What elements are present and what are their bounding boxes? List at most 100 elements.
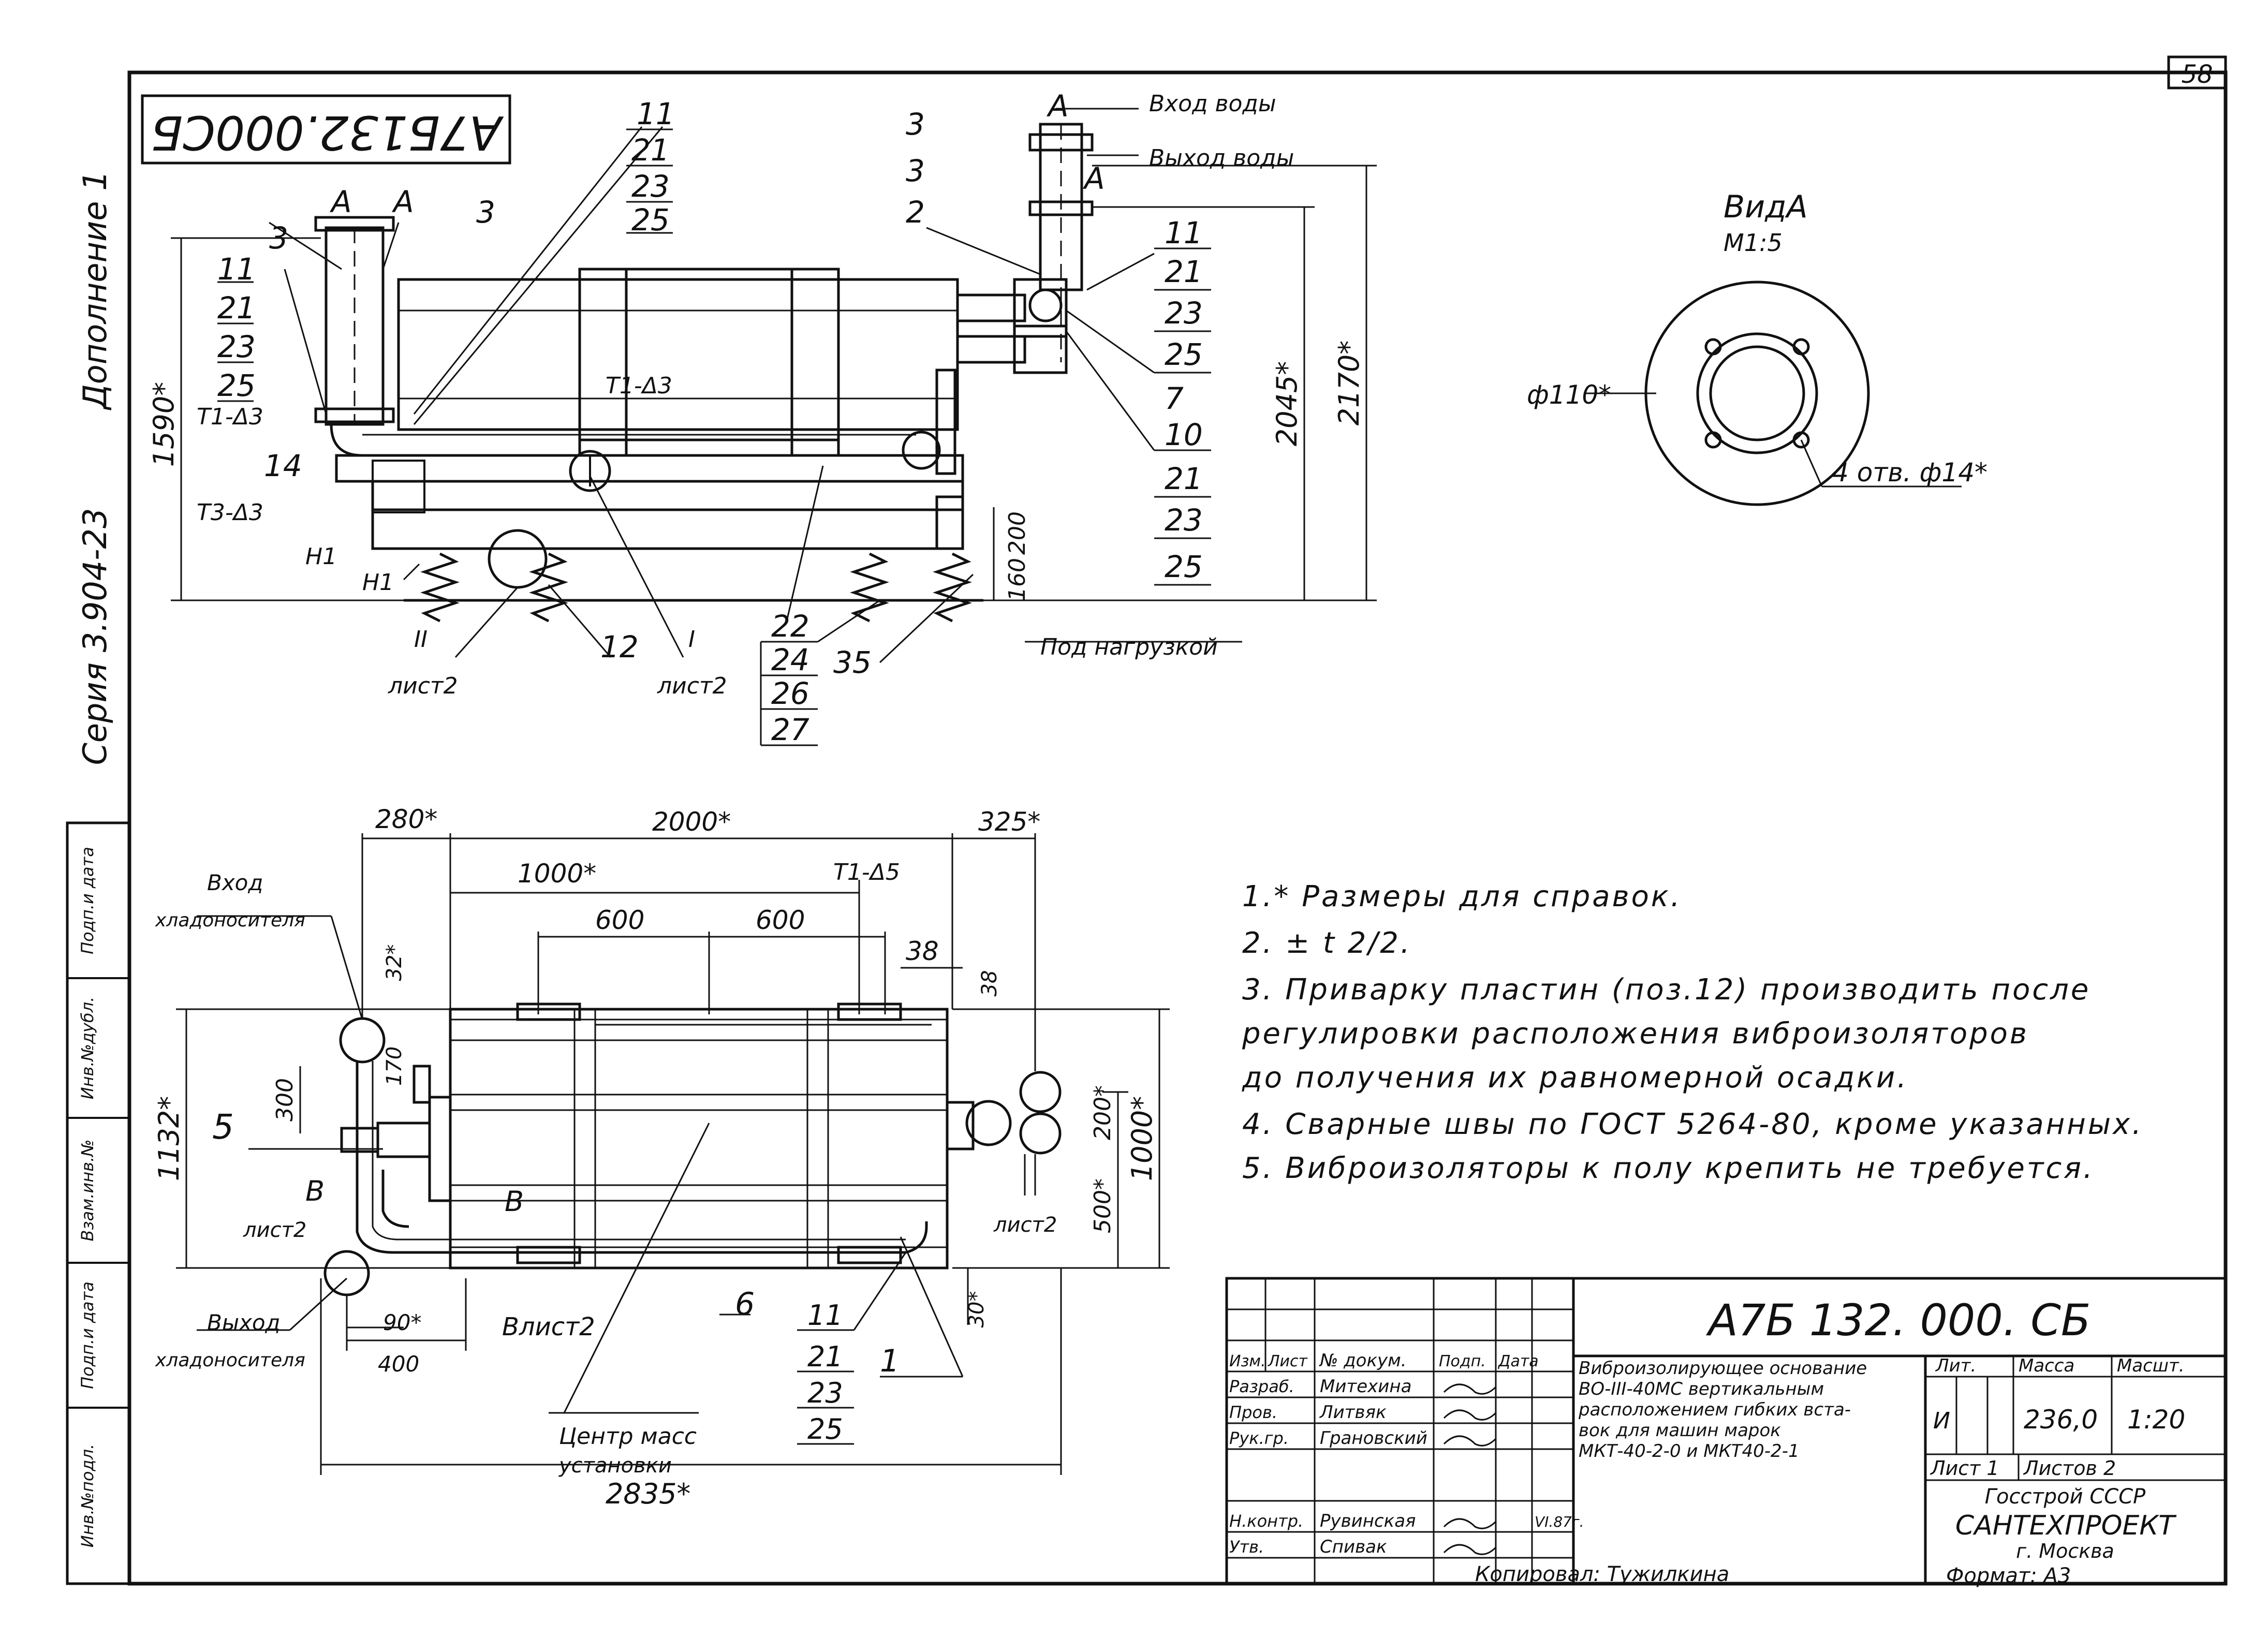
plan-dim-1000-top: 1000* [518,859,596,889]
plan-dim-30: 30* [965,1291,989,1328]
plan-dim-280: 280* [375,804,437,834]
sheets-label: Листов 2 [2023,1457,2116,1480]
pos-25-b: 25 [631,202,670,238]
lit-label: Лит. [1935,1355,1976,1376]
detail-circle-II [488,529,548,589]
callout-water-out: Выход воды [1149,145,1294,171]
plan-sheet-ref-3: Влист2 [502,1312,595,1341]
plan-dim-600-a: 600 [595,905,644,935]
spring-4 [933,552,972,623]
pos-11-b: 11 [637,96,675,131]
plan-pos-6: 6 [735,1286,755,1322]
hdr-izm: Изм. [1229,1352,1266,1370]
dim-2045: 2045* [1271,361,1303,446]
mass-label: Масса [2019,1355,2074,1376]
plan-outlet-2: хладоносителя [155,1350,305,1371]
plan-inlet-2: хладоносителя [155,910,305,931]
base-frame [335,454,964,483]
format: Формат: А3 [1946,1564,2071,1588]
role-group-lead: Рук.гр. [1229,1428,1289,1448]
note-1: 1.* Размеры для справок. [1242,880,1682,913]
scale-label: Масшт. [2117,1355,2185,1376]
pos-23-c: 23 [1165,296,1203,331]
plan-dim-200: 200* [1089,1085,1116,1140]
plan-dim-325: 325* [978,807,1040,837]
pos-27: 27 [771,712,809,747]
note-5: 5. Виброизоляторы к полу крепить не треб… [1242,1152,2095,1185]
pos-22: 22 [771,609,809,644]
pos-21-b: 21 [631,132,670,168]
pos-25-c: 25 [1165,337,1203,372]
signature-2 [1443,1409,1497,1421]
side-stamp-box [66,821,131,1585]
plan-dim-38: 38 [906,936,939,966]
lit-value: И [1933,1408,1950,1434]
pos-23-b: 23 [631,169,670,204]
spring-2 [529,552,568,623]
side-col-5: Инв.№подл. [78,1444,97,1547]
plan-dim-300: 300 [272,1078,298,1121]
name-group-lead: Грановский [1320,1428,1427,1449]
signature-1 [1443,1383,1497,1395]
org-line-3: г. Москва [2016,1540,2114,1562]
scale-value: 1:20 [2127,1405,2185,1435]
pos-10: 10 [1165,417,1203,452]
plan-pos-1: 1 [880,1343,900,1379]
title-block-text: А7Б 132. 000. СБ Виброизолирующее основа… [1229,1295,2185,1588]
weld-t1-left: Т1-Δ3 [197,404,263,430]
plan-dim-1132: 1132* [153,1096,185,1181]
plan-dim-400: 400 [378,1351,419,1377]
plan-pos-25: 25 [807,1413,843,1445]
side-col-1: Подп.и дата [78,847,97,954]
view-a-holes: 4 отв. ф14* [1832,458,1987,488]
weld-t1-center: Т1-Δ3 [606,373,672,399]
plan-pos-11: 11 [807,1299,843,1332]
side-series: Серия 3.904-23 [76,508,114,765]
plan-inlet-1: Вход [207,870,263,895]
plan-dim-32: 32* [382,945,406,981]
weld-t3: Т3-Δ3 [197,499,263,526]
pos-3-b: 3 [476,195,495,230]
name-norm-control: Рувинская [1320,1511,1416,1531]
detail-ref-II: II [414,626,428,653]
plan-dim-1000: 1000* [1126,1096,1158,1181]
note-2: 2. ± t 2/2. [1242,926,1412,960]
outlet-flange [323,1250,370,1296]
plan-center-2: установки [558,1454,672,1478]
plan-sheet-ref-1: лист2 [243,1218,306,1242]
view-a-title: ВидА [1724,189,1808,225]
plan-dim-500: 500* [1089,1178,1116,1233]
pos-23-d: 23 [1165,503,1203,538]
org-line-2: САНТЕХПРОЕКТ [1955,1510,2177,1541]
detail-ref-II-sheet: лист2 [388,673,458,699]
title-block-frame [1225,1277,2227,1585]
pos-12: 12 [600,629,639,665]
plan-dim-170: 170 [382,1046,406,1086]
pos-25-a: 25 [217,368,256,403]
plan-pos-23: 23 [807,1377,843,1409]
plan-sheet-ref-2: лист2 [993,1213,1057,1237]
pos-3-d: 3 [906,153,925,188]
signature-3 [1443,1435,1497,1447]
plan-dim-600-b: 600 [756,905,805,935]
note-3-cont-2: до получения их равномерной осадки. [1242,1061,1909,1095]
plan-pos-21: 21 [807,1340,843,1373]
note-4: 4. Сварные швы по ГОСТ 5264-80, кроме ук… [1242,1108,2144,1141]
dim-200: 200 [1004,511,1030,555]
note-3: 3. Приварку пластин (поз.12) производить… [1242,973,2091,1007]
pos-11-c: 11 [1165,215,1203,250]
pos-26: 26 [771,676,809,711]
view-a [1584,281,1962,506]
view-a-scale: М1:5 [1724,229,1783,257]
org-line-1: Госстрой СССР [1985,1485,2146,1509]
plan-center-1: Центр масс [559,1423,697,1450]
inlet-flange [339,1017,386,1064]
title-line-4: вок для машин марок [1579,1420,1781,1441]
main-view-labels: А А А А 3 3 11 21 23 25 11 21 23 25 3 3 … [217,88,1203,747]
dim-1590: 1590* [148,382,180,467]
copied-by: Копировал: Тужилкина [1475,1562,1729,1586]
main-view-small-labels: Т1-Δ3 Т1-Δ3 Т3-Δ3 Н1 Н1 Вход воды Выход … [148,91,1365,699]
hdr-sign: Подп. [1439,1352,1486,1370]
detail-ref-I-sheet: лист2 [657,673,727,699]
pos-21-d: 21 [1165,461,1203,496]
